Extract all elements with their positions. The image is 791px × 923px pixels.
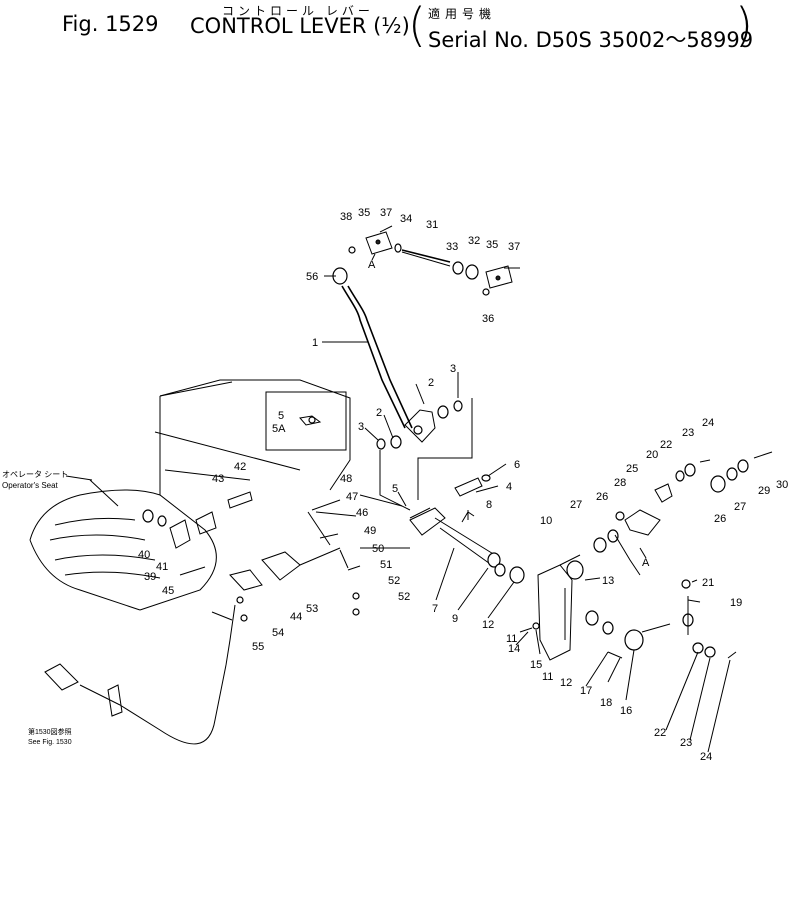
callout-22a: 22	[660, 439, 672, 451]
callout-47: 47	[346, 491, 358, 503]
callout-10: 10	[540, 515, 552, 527]
callout-35: 35	[358, 207, 370, 219]
detail-inset	[265, 391, 347, 451]
callout-37b: 37	[508, 241, 520, 253]
callout-11a: 11	[506, 633, 517, 645]
callout-12a: 12	[482, 619, 494, 631]
callout-51: 51	[380, 559, 392, 571]
callout-26a: 26	[596, 491, 608, 503]
callout-15: 15	[530, 659, 542, 671]
callout-11b: 11	[542, 671, 553, 683]
callout-40: 40	[138, 549, 150, 561]
left-linkage-assembly	[142, 491, 360, 666]
callout-39: 39	[144, 571, 156, 583]
callout-41: 41	[156, 561, 168, 573]
callout-26b: 26	[714, 513, 726, 525]
callout-54: 54	[272, 627, 284, 639]
arrow-markers	[371, 253, 647, 559]
callout-24b: 24	[700, 751, 712, 763]
callout-23a: 23	[682, 427, 694, 439]
lever-bracket	[376, 400, 525, 584]
callout-16: 16	[620, 705, 632, 717]
leader-lines	[65, 275, 731, 753]
callout-5: 5	[392, 483, 398, 495]
callout-42: 42	[234, 461, 246, 473]
control-lever	[332, 267, 413, 429]
callout-1: 1	[312, 337, 318, 349]
callout-38: 38	[340, 211, 352, 223]
callout-27a: 27	[570, 499, 582, 511]
callout-8: 8	[486, 499, 492, 511]
title-japanese: コントロール レバー	[222, 4, 374, 18]
see-fig-label-jp: 第1530図参照	[28, 727, 72, 736]
callout-27b: 27	[734, 501, 746, 513]
callout-numbers: 38 35 37 34 31 33 32 35 37 36 A 56 1 2 3…	[138, 207, 788, 763]
callout-2a: 2	[428, 377, 434, 389]
callout-32: 32	[468, 235, 480, 247]
callout-48: 48	[340, 473, 352, 485]
figure-number: Fig. 1529	[62, 12, 159, 36]
serial-label-japanese: 適用号機	[428, 7, 497, 21]
arrow-a-right: A	[642, 557, 650, 569]
callout-55: 55	[252, 641, 264, 653]
callout-53: 53	[306, 603, 318, 615]
callout-28: 28	[614, 477, 626, 489]
callout-13: 13	[602, 575, 614, 587]
callout-3b: 3	[358, 421, 364, 433]
callout-5-inset: 5	[278, 410, 284, 422]
alignment-lines	[359, 398, 566, 640]
callout-46: 46	[356, 507, 368, 519]
operators-seat-label-jp: オペレータ シート	[2, 470, 68, 479]
callout-43: 43	[212, 473, 224, 485]
callout-17: 17	[580, 685, 592, 697]
callout-29: 29	[758, 485, 770, 497]
callout-22b: 22	[654, 727, 666, 739]
callout-52a: 52	[388, 575, 400, 587]
serial-bracket-close: )	[735, 0, 753, 52]
callout-21: 21	[702, 577, 714, 589]
callout-30: 30	[776, 479, 788, 491]
arrow-a-top: A	[368, 259, 376, 271]
callout-19: 19	[730, 597, 742, 609]
callout-35b: 35	[486, 239, 498, 251]
callout-45: 45	[162, 585, 174, 597]
top-rod-assembly	[348, 225, 520, 296]
control-cable	[44, 663, 227, 745]
callout-3a: 3	[450, 363, 456, 375]
callout-5a: 5A	[272, 423, 286, 435]
title-english: CONTROL LEVER (½)	[190, 14, 410, 38]
callout-4: 4	[506, 481, 512, 493]
operators-seat-drawing	[29, 379, 351, 611]
callout-6: 6	[514, 459, 520, 471]
callout-44: 44	[290, 611, 302, 623]
callout-49: 49	[364, 525, 376, 537]
callout-2b: 2	[376, 407, 382, 419]
serial-bracket-open: (	[408, 0, 426, 52]
callout-52b: 52	[398, 591, 410, 603]
callout-37: 37	[380, 207, 392, 219]
right-crank-assembly	[519, 451, 773, 661]
callout-33: 33	[446, 241, 458, 253]
serial-number-range: Serial No. D50S 35002～58999	[428, 28, 754, 52]
see-fig-label: See Fig. 1530	[28, 739, 72, 746]
callout-34: 34	[400, 213, 412, 225]
callout-9: 9	[452, 613, 458, 625]
callout-20: 20	[646, 449, 658, 461]
callout-56: 56	[306, 271, 318, 283]
callout-14: 14	[508, 643, 520, 655]
callout-24a: 24	[702, 417, 714, 429]
callout-36: 36	[482, 313, 494, 325]
callout-12b: 12	[560, 677, 572, 689]
callout-23b: 23	[680, 737, 692, 749]
callout-18: 18	[600, 697, 612, 709]
callout-31: 31	[426, 219, 438, 231]
operators-seat-label: Operator's Seat	[2, 481, 59, 490]
callout-50: 50	[372, 543, 384, 555]
callout-25: 25	[626, 463, 638, 475]
callout-7: 7	[432, 603, 438, 615]
